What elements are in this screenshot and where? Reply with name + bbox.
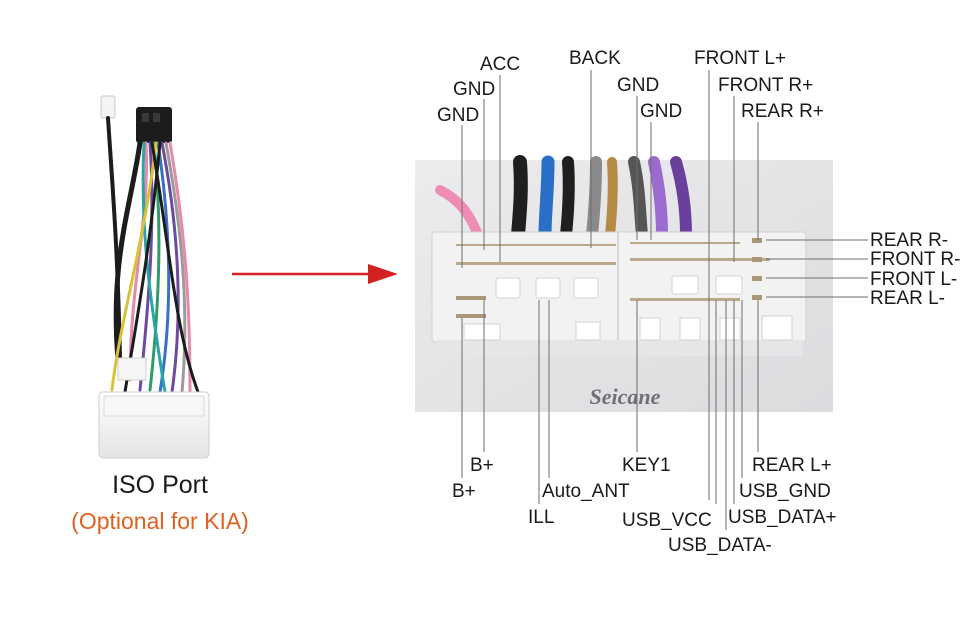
label-rear-l-minus: REAR L- (870, 288, 945, 309)
connector-photo (415, 155, 833, 412)
brand-watermark: Seicane (590, 384, 661, 409)
label-ill: ILL (528, 507, 554, 528)
label-b-plus-2: B+ (452, 481, 476, 502)
iso-harness-image (98, 95, 210, 459)
iso-port-title: ISO Port (112, 471, 208, 499)
label-key1: KEY1 (622, 455, 671, 476)
label-front-l-plus: FRONT L+ (694, 48, 786, 69)
label-back: BACK (569, 48, 621, 69)
label-rear-r-plus: REAR R+ (741, 101, 824, 122)
label-front-r-plus: FRONT R+ (718, 75, 813, 96)
label-b-plus-1: B+ (470, 455, 494, 476)
iso-port-subtitle: (Optional for KIA) (71, 508, 249, 534)
label-rear-l-plus: REAR L+ (752, 455, 832, 476)
label-gnd-2: GND (437, 105, 479, 126)
label-usb-vcc: USB_VCC (622, 510, 712, 531)
leader-lines (461, 70, 868, 530)
label-gnd-3: GND (617, 75, 659, 96)
label-usb-data-plus: USB_DATA+ (728, 507, 837, 528)
label-gnd-1: GND (453, 79, 495, 100)
label-front-l-minus: FRONT L- (870, 269, 957, 290)
arrow-icon (232, 264, 398, 284)
label-acc: ACC (480, 54, 520, 75)
label-usb-data-minus: USB_DATA- (668, 535, 772, 556)
label-auto-ant: Auto_ANT (542, 481, 630, 502)
label-front-r-minus: FRONT R- (870, 249, 960, 270)
label-usb-gnd: USB_GND (739, 481, 831, 502)
label-gnd-4: GND (640, 101, 682, 122)
label-rear-r-minus: REAR R- (870, 230, 948, 251)
